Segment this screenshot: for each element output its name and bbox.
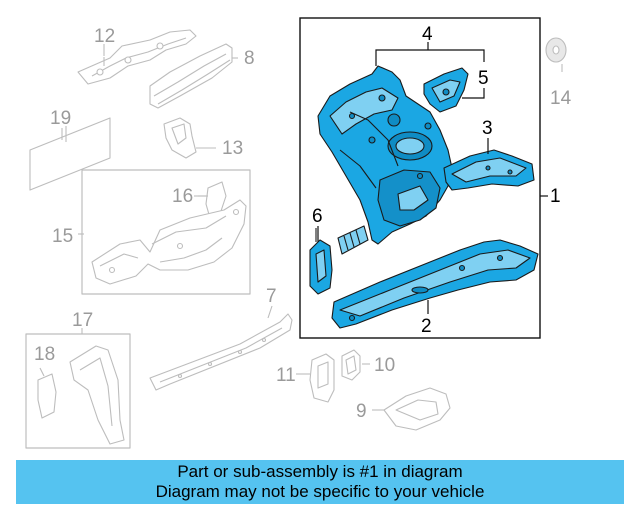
callout-4-bracket: [375, 49, 485, 66]
part-6-gusset: [309, 228, 333, 295]
part-4-wheelhouse: [317, 65, 453, 245]
gray-parts: [25, 29, 567, 449]
callout-9: 9: [356, 401, 367, 422]
part-15-assembly: [91, 199, 247, 285]
callout-17: 17: [72, 310, 93, 331]
part-18-bracket: [37, 367, 57, 419]
part-12-bracket: [77, 29, 197, 85]
part-15-group-box: [81, 169, 251, 295]
part-7-rocker: [149, 305, 293, 391]
info-banner: Part or sub-assembly is #1 in diagram Di…: [16, 460, 624, 504]
callout-6: 6: [312, 206, 323, 227]
gray-leaders: [61, 44, 206, 235]
part-17-pillar: [69, 345, 125, 445]
callout-15: 15: [52, 226, 73, 247]
callout-18: 18: [34, 344, 55, 365]
gray-callouts: 12 8 19 13 16 15 7 17 18 11 10 14 9: [34, 26, 572, 422]
part-10-clip: [341, 349, 370, 381]
callout-2: 2: [421, 316, 432, 337]
part-11-bracket: [296, 353, 335, 403]
part-8-rail: [149, 43, 238, 109]
assembly-1-box: [299, 17, 541, 339]
part-3-rail: [443, 149, 535, 191]
callout-8: 8: [244, 48, 255, 69]
part-1-ribbed-brace: [337, 225, 369, 255]
callout-10: 10: [374, 355, 395, 376]
banner-line-2: Diagram may not be specific to your vehi…: [155, 482, 485, 501]
assembly-1-parts: [309, 65, 539, 329]
part-19-panel: [29, 117, 111, 191]
callout-1: 1: [550, 186, 561, 207]
black-callouts: 4 5 3 1 6 2: [312, 24, 561, 337]
callout-5-leader: [462, 88, 485, 99]
callout-16: 16: [172, 186, 193, 207]
callout-14: 14: [550, 88, 572, 109]
callout-5: 5: [478, 68, 489, 89]
callout-12: 12: [94, 26, 115, 47]
part-13-bracket: [163, 117, 216, 159]
callout-7: 7: [266, 286, 277, 307]
part-9-bracket: [372, 387, 451, 431]
part-14-grommet: [545, 37, 567, 72]
black-leaders: [317, 42, 489, 314]
callout-13: 13: [222, 138, 243, 159]
part-17-group-box: [25, 333, 131, 449]
callout-3: 3: [482, 118, 493, 139]
callout-19: 19: [50, 108, 71, 129]
part-2-lower-rail: [331, 239, 539, 329]
banner-line-1: Part or sub-assembly is #1 in diagram: [177, 462, 463, 481]
part-5-bracket: [423, 67, 469, 113]
callout-11: 11: [276, 365, 296, 386]
callout-4: 4: [422, 24, 433, 45]
